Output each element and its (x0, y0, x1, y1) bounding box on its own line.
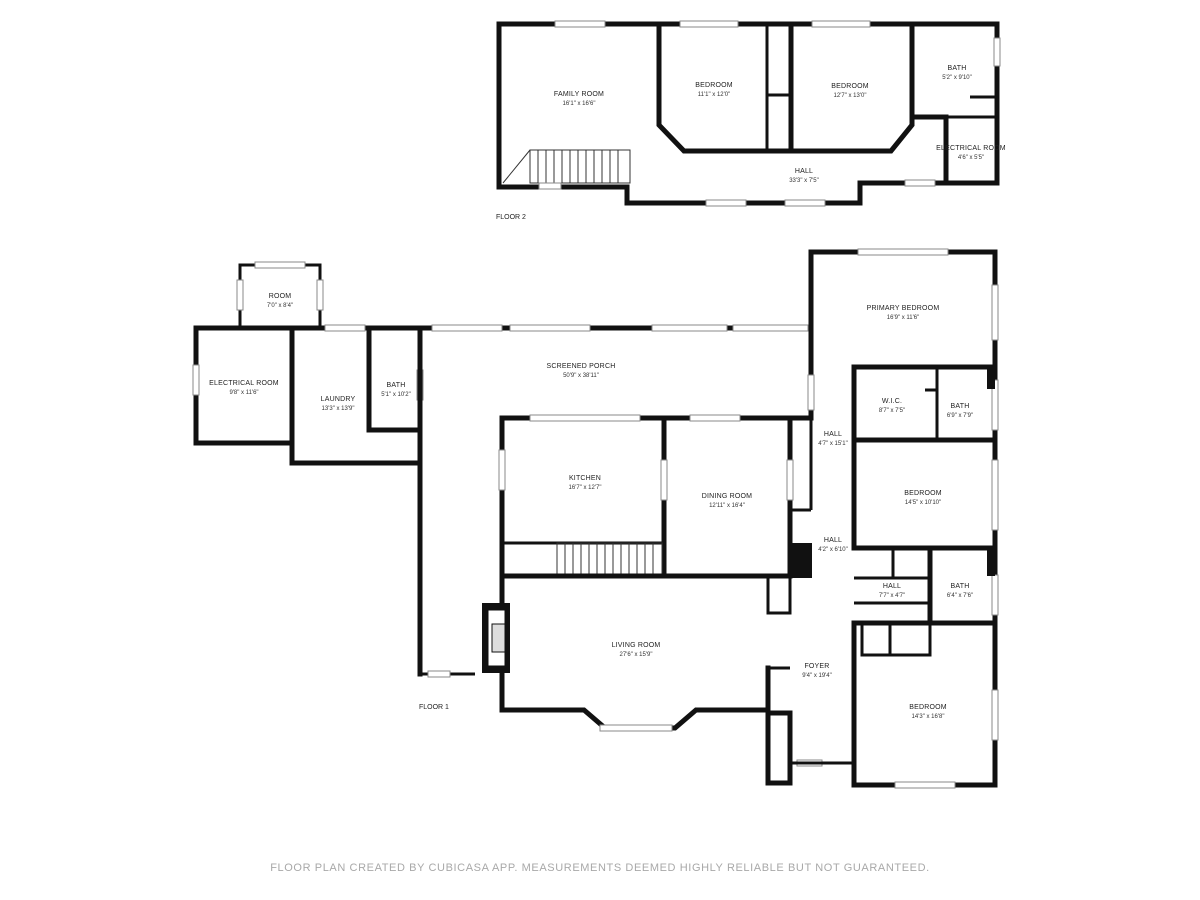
bath-left-name: BATH (387, 382, 406, 389)
living-room-dim: 27'6" x 15'9" (620, 652, 653, 658)
electrical-room-2-name: ELECTRICAL ROOM (936, 145, 1006, 152)
bath-primary-dim: 6'9" x 7'9" (947, 413, 973, 419)
hall-b-name: HALL (824, 537, 842, 544)
screened-porch-name: SCREENED PORCH (547, 363, 616, 370)
hall-2-dim: 33'3" x 7'5" (789, 178, 819, 184)
floor-1-label: FLOOR 1 (419, 704, 449, 711)
footer-disclaimer: FLOOR PLAN CREATED BY CUBICASA APP. MEAS… (270, 862, 930, 874)
floor-2-label: FLOOR 2 (496, 214, 526, 221)
bedroom-low-dim: 14'3" x 16'8" (912, 714, 945, 720)
wic-dim: 8'7" x 7'5" (879, 408, 905, 414)
bath-small-dim: 6'4" x 7'6" (947, 593, 973, 599)
floor-2: FAMILY ROOM 16'1" x 16'6" BEDROOM 11'1" … (496, 20, 1006, 221)
laundry-dim: 13'3" x 13'9" (322, 406, 355, 412)
dining-room-dim: 12'11" x 16'4" (709, 503, 745, 509)
room-dim: 7'0" x 8'4" (267, 303, 293, 309)
hall-c-name: HALL (883, 583, 901, 590)
hall-a-name: HALL (824, 431, 842, 438)
bedroom-low-name: BEDROOM (909, 704, 947, 711)
kitchen-name: KITCHEN (569, 475, 601, 482)
kitchen-dim: 16'7" x 12'7" (569, 485, 602, 491)
foyer-name: FOYER (804, 663, 829, 670)
hall-a-dim: 4'7" x 15'1" (818, 441, 848, 447)
bedroom-mid-name: BEDROOM (904, 490, 942, 497)
dining-room-name: DINING ROOM (702, 493, 752, 500)
bedroom-a-name: BEDROOM (695, 82, 733, 89)
bedroom-mid-dim: 14'5" x 10'10" (905, 500, 941, 506)
hall-c-dim: 7'7" x 4'7" (879, 593, 905, 599)
primary-bedroom-dim: 16'9" x 11'6" (887, 315, 919, 321)
bath-2-dim: 5'2" x 9'10" (942, 75, 972, 81)
bath-primary-name: BATH (951, 403, 970, 410)
wic-name: W.I.C. (882, 398, 902, 405)
electrical-room-1-dim: 9'8" x 11'6" (229, 390, 258, 396)
bedroom-b-name: BEDROOM (831, 83, 869, 90)
bath-2-name: BATH (948, 65, 967, 72)
bedroom-b-dim: 12'7" x 13'0" (834, 93, 867, 99)
screened-porch-dim: 50'9" x 38'11" (563, 373, 599, 379)
foyer-dim: 9'4" x 19'4" (802, 673, 832, 679)
floor-1: ROOM 7'0" x 8'4" ELECTRICAL ROOM 9'8" x … (192, 248, 999, 789)
hall-2-name: HALL (795, 168, 813, 175)
electrical-room-2-dim: 4'6" x 5'5" (958, 155, 984, 161)
hall-b-dim: 4'2" x 6'10" (818, 547, 848, 553)
primary-bedroom-name: PRIMARY BEDROOM (867, 305, 940, 312)
bath-left-dim: 5'1" x 10'2" (381, 392, 411, 398)
room-name: ROOM (269, 293, 292, 300)
laundry-name: LAUNDRY (321, 396, 356, 403)
family-room-dim: 16'1" x 16'6" (563, 101, 596, 107)
family-room-name: FAMILY ROOM (554, 91, 604, 98)
bedroom-a-dim: 11'1" x 12'0" (698, 92, 730, 98)
living-room-name: LIVING ROOM (612, 642, 661, 649)
bath-small-name: BATH (951, 583, 970, 590)
electrical-room-1-name: ELECTRICAL ROOM (209, 380, 279, 387)
